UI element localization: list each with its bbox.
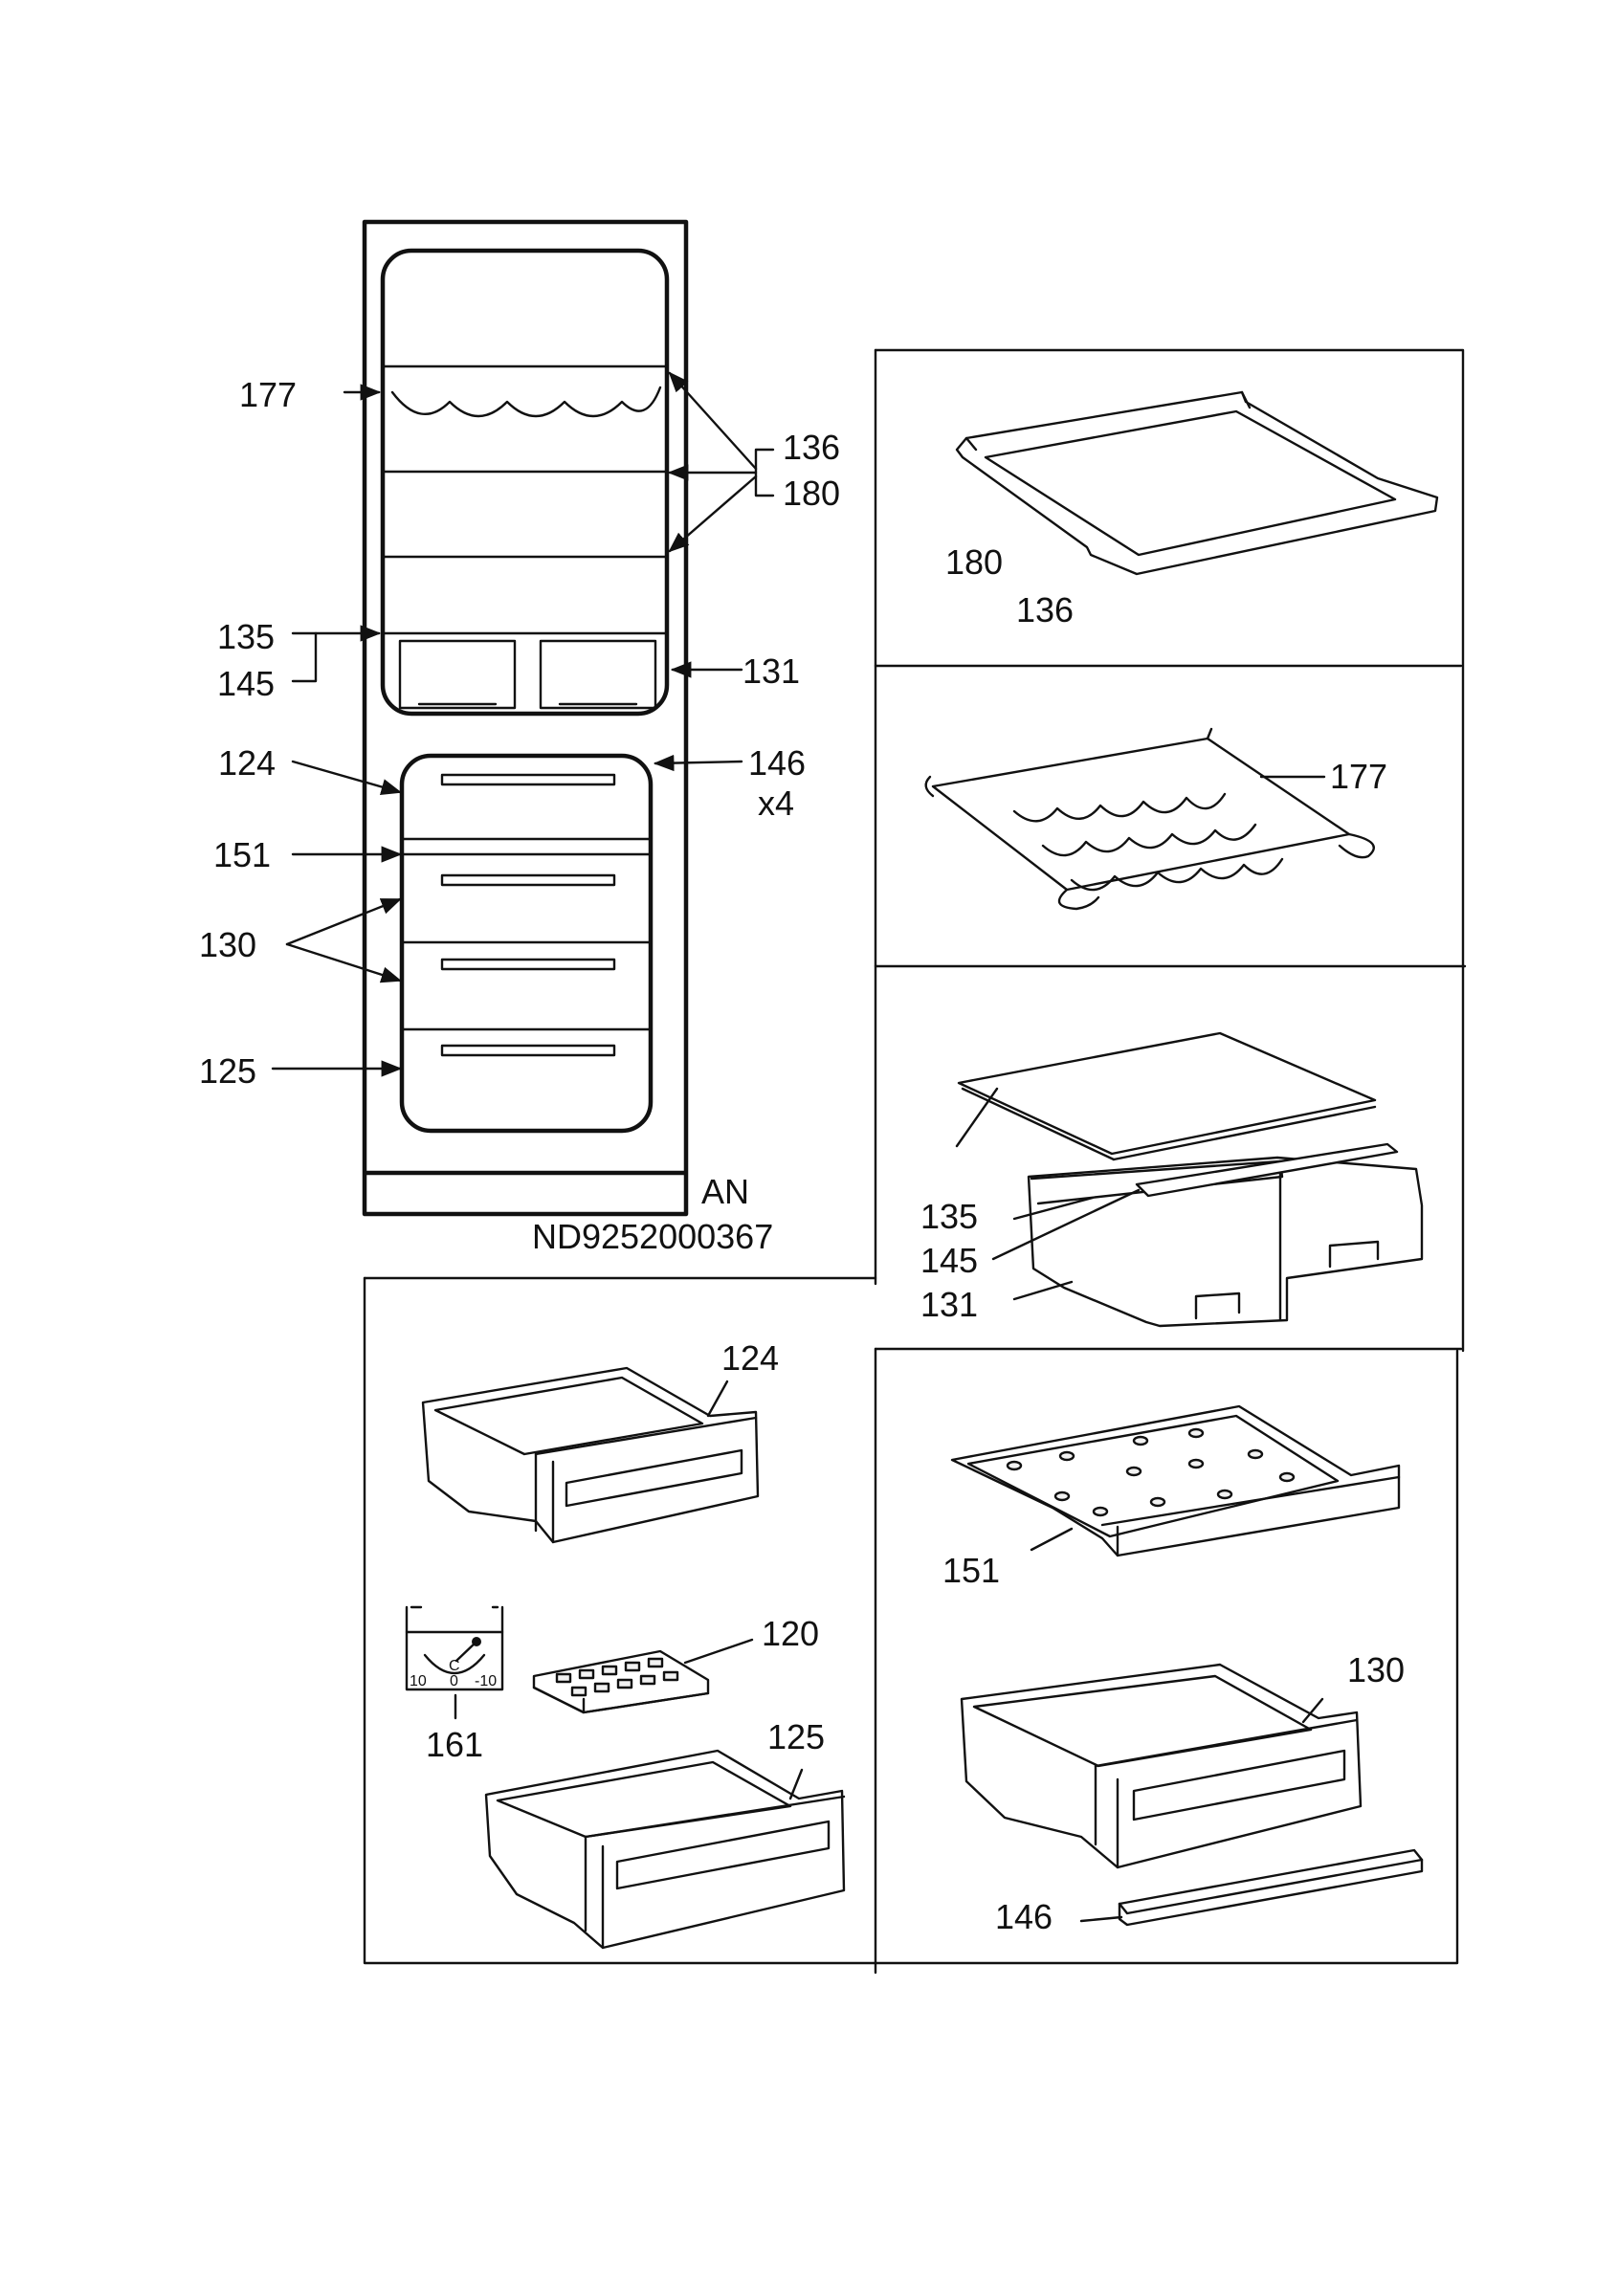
callout-125: 125 bbox=[199, 1051, 256, 1091]
panel-bottom-drawer: 125 bbox=[484, 1717, 846, 1950]
callout-135: 135 bbox=[217, 617, 275, 656]
panel-glass-shelf: 180 136 bbox=[945, 390, 1439, 629]
crisper-label-131: 131 bbox=[920, 1285, 978, 1324]
panel-freezer-drawer: 130 bbox=[960, 1650, 1405, 1869]
callout-124: 124 bbox=[218, 743, 276, 783]
drawer-handle-3 bbox=[440, 958, 616, 971]
model-code: AN bbox=[701, 1172, 749, 1211]
upper-drawer-label-124: 124 bbox=[721, 1338, 779, 1378]
crisper-left bbox=[398, 639, 517, 710]
freezer-drawer-label-130: 130 bbox=[1347, 1650, 1405, 1689]
panel-thermostat: C 10 0 -10 161 bbox=[405, 1605, 504, 1764]
panel-freezer-top: 151 bbox=[942, 1404, 1401, 1590]
refrigerator-overview: 177 136 180 135 145 131 124 146 x4 151 1… bbox=[199, 219, 840, 1256]
wine-rack-scallops bbox=[390, 386, 662, 418]
freezer-drawer bbox=[960, 1663, 1363, 1869]
crisper-right bbox=[539, 639, 657, 710]
panel-strip: 146 bbox=[995, 1848, 1424, 1936]
panel-upper-drawer: 124 bbox=[421, 1338, 779, 1544]
drawer-handle-4 bbox=[440, 1044, 616, 1057]
thermostat-scale-high: 10 bbox=[410, 1673, 427, 1689]
panel-ice-tray: 120 bbox=[532, 1614, 819, 1714]
callout-145: 145 bbox=[217, 664, 275, 703]
cabinet-outline bbox=[362, 219, 689, 1217]
panel-frames bbox=[363, 348, 1467, 1975]
wine-rack-label-177: 177 bbox=[1330, 757, 1387, 796]
bottom-drawer bbox=[484, 1749, 846, 1950]
panel-wine-rack: 177 bbox=[924, 727, 1387, 911]
thermostat-dial bbox=[405, 1630, 504, 1691]
shelf-label-136: 136 bbox=[1016, 590, 1074, 629]
strip-label-146: 146 bbox=[995, 1897, 1053, 1936]
fridge-compartment bbox=[380, 248, 670, 717]
crisper-bins bbox=[1027, 1156, 1424, 1328]
callout-151: 151 bbox=[213, 835, 271, 874]
ice-tray-cells bbox=[555, 1657, 679, 1697]
upper-drawer bbox=[421, 1366, 760, 1544]
callout-136: 136 bbox=[783, 428, 840, 467]
crisper-label-135: 135 bbox=[920, 1197, 978, 1236]
crisper-cover-strip bbox=[1135, 1142, 1399, 1198]
callout-131: 131 bbox=[743, 651, 800, 691]
trim-strip bbox=[1118, 1848, 1424, 1915]
callout-177: 177 bbox=[239, 375, 297, 414]
panel-crisper-assembly: 135 145 131 bbox=[920, 1031, 1424, 1328]
bottom-drawer-label-125: 125 bbox=[767, 1717, 825, 1756]
freezer-top-studs bbox=[1006, 1427, 1296, 1517]
drawer-handle-1 bbox=[440, 773, 616, 786]
callout-130: 130 bbox=[199, 925, 256, 964]
crisper-label-145: 145 bbox=[920, 1241, 978, 1280]
drawer-handle-2 bbox=[440, 873, 616, 887]
thermostat-scale-zero: 0 bbox=[450, 1673, 458, 1689]
crisper-glass-cover bbox=[957, 1031, 1377, 1156]
drawing-number: ND9252000367 bbox=[532, 1217, 773, 1256]
thermostat-scale-low: -10 bbox=[475, 1673, 497, 1689]
callout-146: 146 bbox=[748, 743, 806, 783]
callout-146-quantity: x4 bbox=[758, 784, 794, 823]
ice-tray-label-120: 120 bbox=[762, 1614, 819, 1653]
freezer-top-label-151: 151 bbox=[942, 1551, 1000, 1590]
shelf-label-180: 180 bbox=[945, 542, 1003, 582]
wine-rack bbox=[931, 737, 1351, 892]
thermostat-unit: C bbox=[449, 1658, 460, 1674]
callout-180: 180 bbox=[783, 474, 840, 513]
thermostat-label-161: 161 bbox=[426, 1725, 483, 1764]
freezer-top-plate bbox=[950, 1404, 1401, 1557]
